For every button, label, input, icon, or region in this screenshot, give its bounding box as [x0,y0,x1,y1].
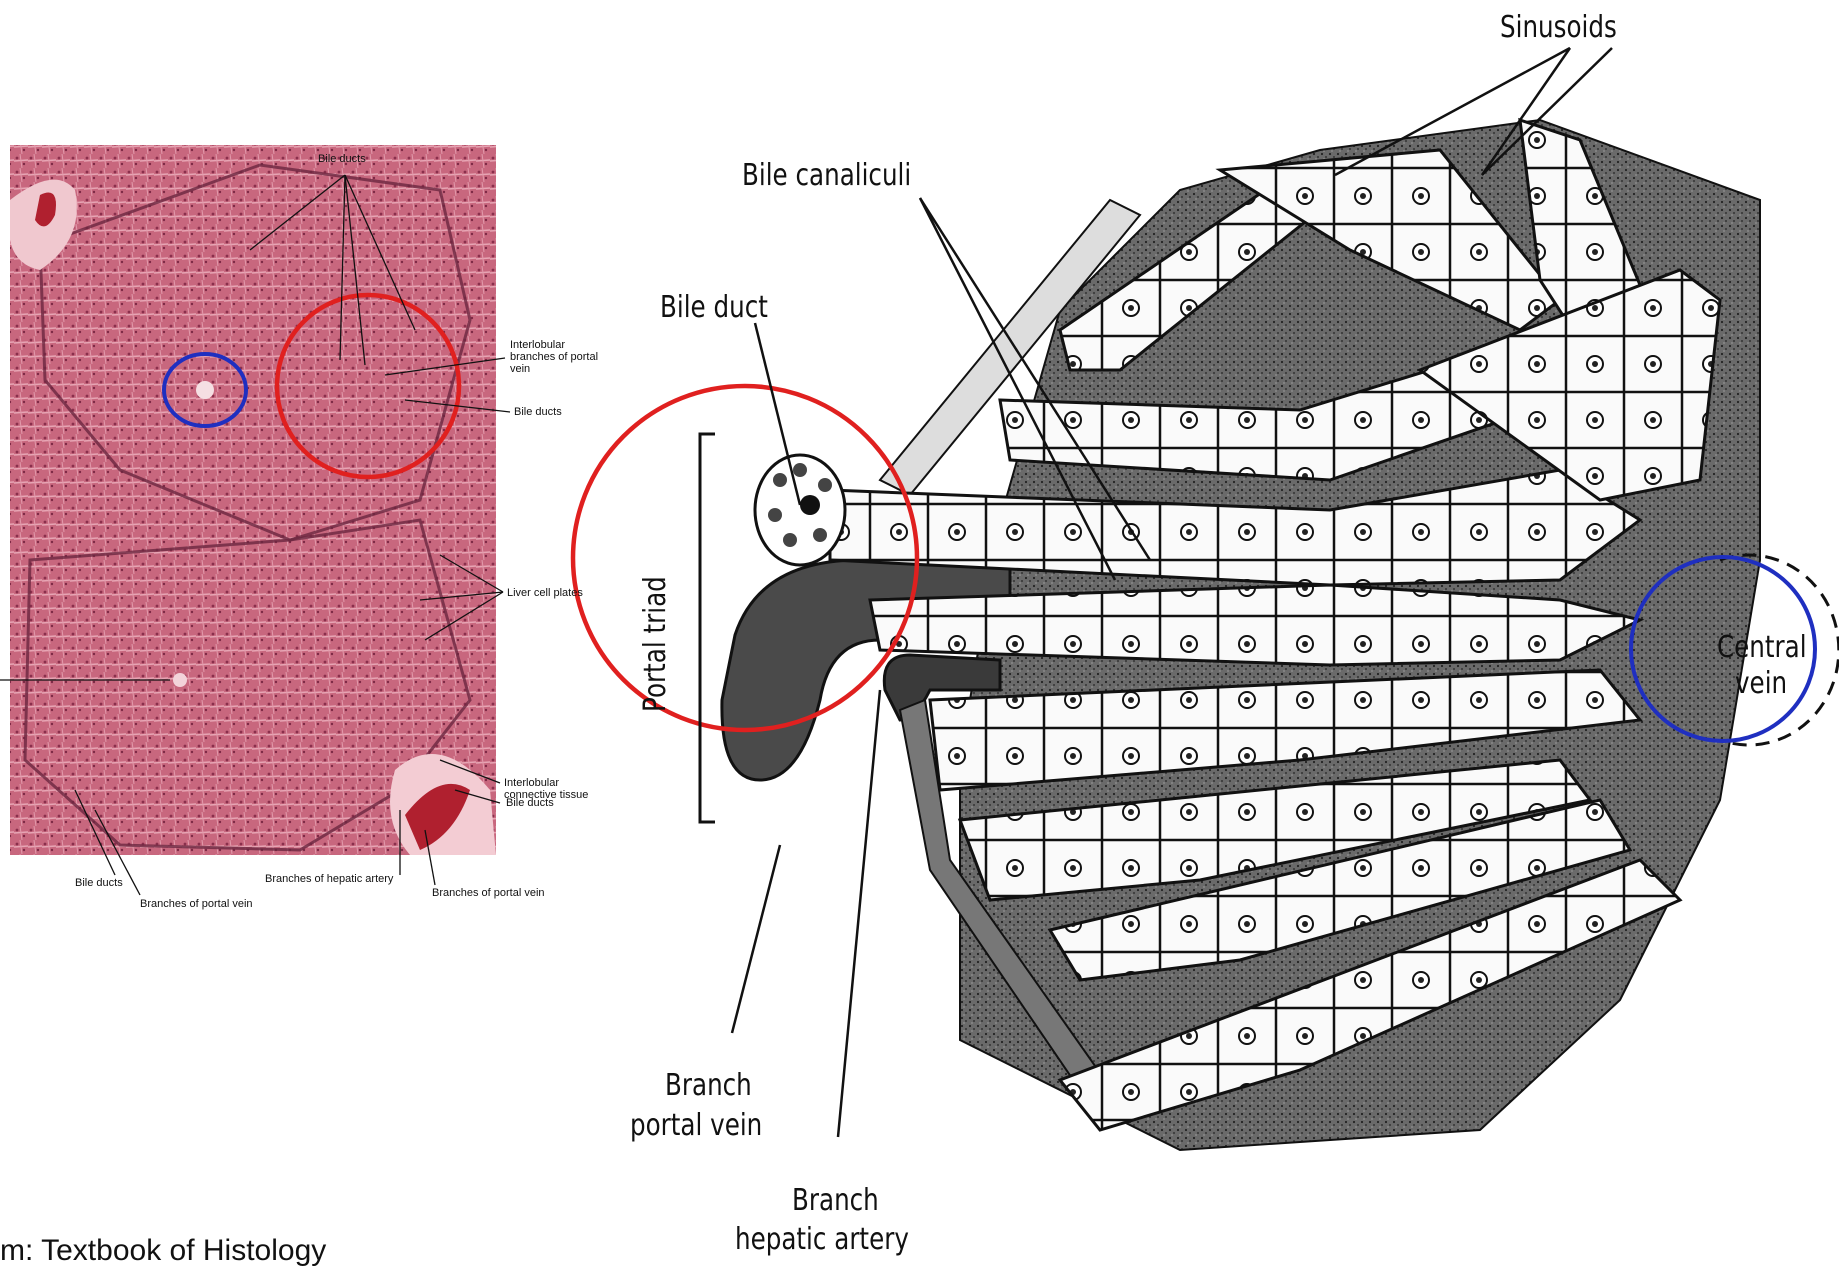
histology-micrograph [0,145,510,895]
label-bile-ducts-bottom: Bile ducts [75,877,123,889]
label-bile-canaliculi: Bile canaliculi [742,158,911,194]
liver-lobule-diagram [573,48,1839,1150]
label-bile-ducts-mid: Bile ducts [514,406,562,418]
label-branch-hepatic-artery-line2: hepatic artery [735,1222,909,1258]
central-vein-spot [196,381,214,399]
label-branches-portal-vein-right: Branches of portal vein [432,887,545,899]
label-branches-portal-vein-left: Branches of portal vein [140,898,253,910]
label-bile-ducts-top: Bile ducts [318,153,366,165]
central-vein-spot [173,673,187,687]
label-interlobular-branches: Interlobular branches of portal vein [510,339,605,375]
label-central-vein-line1: Central [1717,630,1807,666]
bile-duct-cross-section [755,455,845,565]
label-branch-hepatic-artery-line1: Branch [792,1183,879,1219]
label-branch-portal-vein-line1: Branch [665,1068,752,1104]
label-central-vein-line2: vein [1735,666,1787,702]
source-caption: m: Textbook of Histology [0,1234,326,1268]
label-bile-ducts-right: Bile ducts [506,797,554,809]
label-portal-triad: Portal triad [638,576,673,712]
portal-triad-bracket [700,434,715,822]
micrograph-image [10,145,496,855]
label-branch-portal-vein-line2: portal vein [630,1108,762,1144]
label-liver-cell-plates: Liver cell plates [507,587,583,599]
label-branches-hepatic-artery: Branches of hepatic artery [265,873,393,885]
label-sinusoids: Sinusoids [1500,10,1617,46]
label-bile-duct: Bile duct [660,290,768,326]
